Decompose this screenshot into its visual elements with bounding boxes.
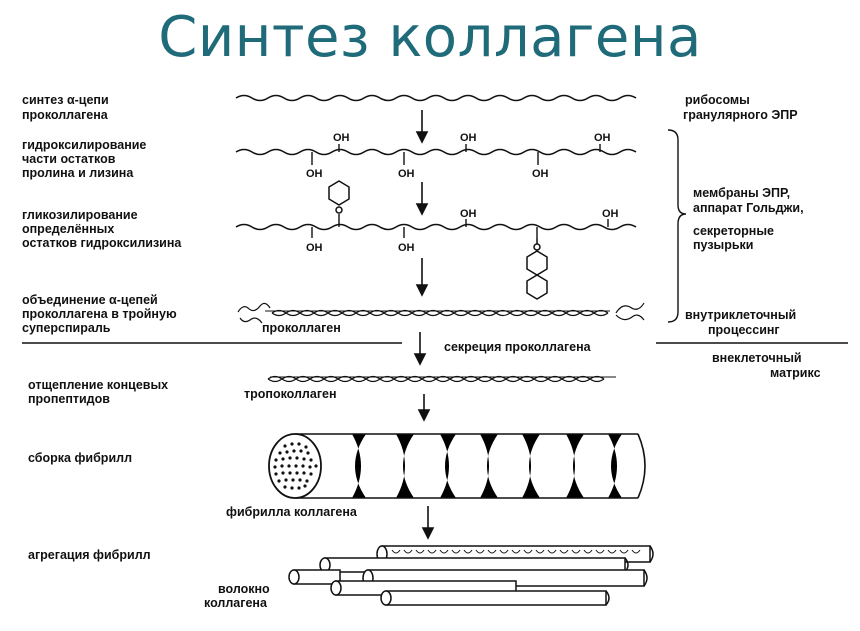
loc2-line1: мембраны ЭПР, bbox=[693, 186, 790, 200]
svg-text:OH: OH bbox=[333, 132, 350, 144]
svg-text:OH: OH bbox=[306, 168, 323, 180]
oh-labels-row3: OH OH OH OH bbox=[306, 208, 619, 254]
loc1-line2: гранулярного ЭПР bbox=[683, 108, 798, 122]
collagen-fiber-bundle bbox=[288, 545, 654, 606]
alpha-chain-1 bbox=[235, 94, 637, 102]
svg-text:OH: OH bbox=[398, 242, 415, 254]
step4-line3: суперспираль bbox=[22, 321, 111, 335]
arrow-down-icon-3 bbox=[415, 258, 429, 297]
step4-line2: проколлагена в тройную bbox=[22, 307, 177, 321]
step2-line1: гидроксилирование bbox=[22, 138, 146, 152]
step7-line1: агрегация фибрилл bbox=[28, 548, 151, 562]
loc3-line2: процессинг bbox=[708, 323, 780, 337]
secretion-label: секреция проколлагена bbox=[444, 340, 592, 354]
step2-line2: части остатков bbox=[22, 152, 116, 166]
galactose-ring-icon bbox=[328, 180, 350, 214]
procollagen-label: проколлаген bbox=[262, 321, 341, 335]
loc4-line2: матрикс bbox=[770, 366, 821, 380]
svg-text:OH: OH bbox=[398, 168, 415, 180]
collagen-fibril-cylinder bbox=[268, 433, 646, 499]
step2-line3: пролина и лизина bbox=[22, 166, 134, 180]
hydroxyl-groups-row3 bbox=[311, 214, 609, 238]
tropocollagen-label: тропоколлаген bbox=[244, 387, 337, 401]
arrow-down-icon-2 bbox=[415, 182, 429, 216]
procollagen-triple-helix bbox=[237, 302, 645, 324]
loc2-line3: секреторные bbox=[693, 224, 774, 238]
arrow-down-icon-5 bbox=[417, 394, 431, 422]
step3-line2: определённых bbox=[22, 222, 114, 236]
svg-text:OH: OH bbox=[306, 242, 323, 254]
tropocollagen-helix bbox=[267, 375, 616, 383]
fiber-label-line2: коллагена bbox=[204, 596, 268, 610]
step1-line2: проколлагена bbox=[22, 108, 109, 122]
arrow-down-icon-4 bbox=[413, 332, 427, 366]
alpha-chain-3 bbox=[235, 223, 637, 231]
arrow-down-icon-1 bbox=[415, 110, 429, 144]
oh-labels-row2: OH OH OH OH OH OH bbox=[306, 132, 611, 180]
hydroxyl-groups-row2 bbox=[311, 144, 601, 165]
svg-text:OH: OH bbox=[532, 168, 549, 180]
fibril-cross-section-dots bbox=[273, 442, 318, 490]
step1-line1: синтез α-цепи bbox=[22, 93, 109, 107]
step-labels: синтез α-цепи проколлагена гидроксилиров… bbox=[22, 93, 182, 562]
step3-line1: гликозилирование bbox=[22, 208, 138, 222]
disaccharide-ring-icon bbox=[526, 238, 548, 300]
fibril-label: фибрилла коллагена bbox=[226, 505, 358, 519]
loc2-line2: аппарат Гольджи, bbox=[693, 201, 804, 215]
step4-line1: объединение α-цепей bbox=[22, 293, 158, 307]
loc3-line1: внутриклеточный bbox=[685, 308, 796, 322]
loc2-line4: пузырьки bbox=[693, 238, 754, 252]
slide-title: Синтез коллагена bbox=[158, 5, 702, 70]
fiber-label-line1: волокно bbox=[218, 582, 270, 596]
step3-line3: остатков гидроксилизина bbox=[22, 236, 182, 250]
process-arrows bbox=[413, 110, 435, 540]
step5-line2: пропептидов bbox=[28, 392, 110, 406]
location-bracket bbox=[667, 129, 687, 323]
loc4-line1: внеклеточный bbox=[712, 351, 802, 365]
svg-text:OH: OH bbox=[460, 132, 477, 144]
location-labels: рибосомы гранулярного ЭПР мембраны ЭПР, … bbox=[683, 93, 821, 380]
step5-line1: отщепление концевых bbox=[28, 378, 168, 392]
svg-text:OH: OH bbox=[594, 132, 611, 144]
svg-text:OH: OH bbox=[460, 208, 477, 220]
arrow-down-icon-6 bbox=[421, 506, 435, 540]
loc1-line1: рибосомы bbox=[685, 93, 750, 107]
alpha-chain-2 bbox=[235, 148, 637, 156]
step6-line1: сборка фибрилл bbox=[28, 451, 132, 465]
svg-text:OH: OH bbox=[602, 208, 619, 220]
